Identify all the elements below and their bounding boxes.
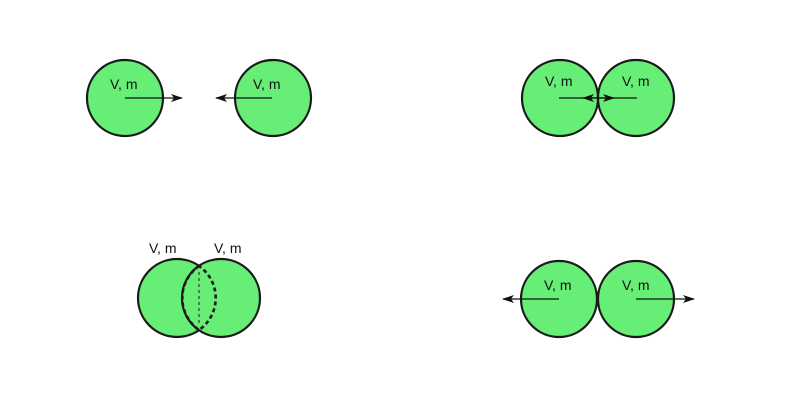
ball-right-contact-label: V, m [622, 73, 650, 89]
ball-left-approach-label: V, m [110, 76, 138, 92]
scene-overlap: V, m V, m [136, 240, 262, 339]
ball-right-approach-label: V, m [253, 76, 281, 92]
overlap-region-outline [181, 264, 217, 332]
scene-contact: V, m V, m [520, 58, 676, 138]
ball-left-overlap-label: V, m [149, 240, 177, 256]
ball-right-overlap-label: V, m [214, 240, 242, 256]
ball-right-rebound-label: V, m [622, 277, 650, 293]
ball-left-contact-label: V, m [545, 73, 573, 89]
ball-left-rebound-label: V, m [544, 277, 572, 293]
scene-rebound: V, m V, m [502, 259, 695, 339]
scene-approach: V, m V, m [85, 58, 313, 138]
